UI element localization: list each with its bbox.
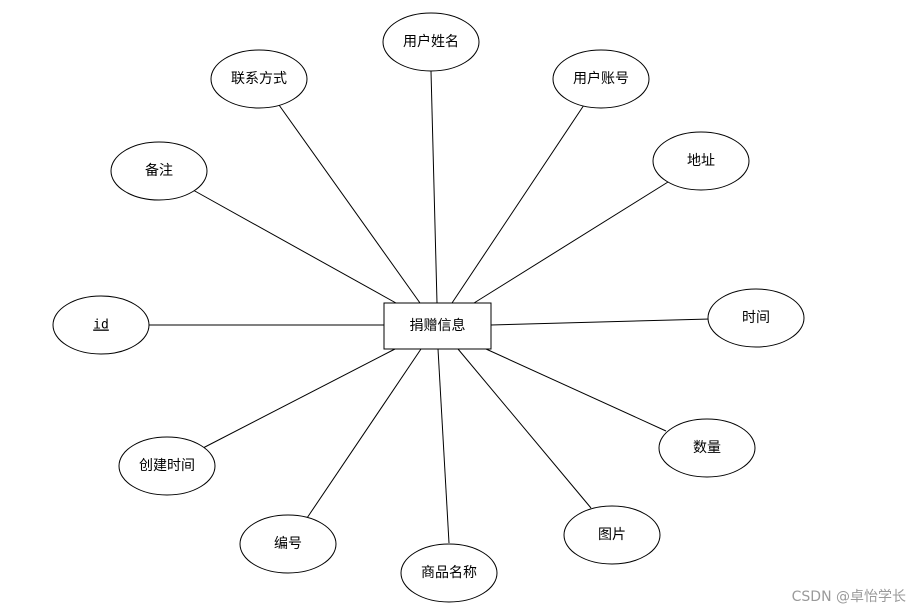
attribute-label-primary-key: id [93,318,109,333]
connector-contact [278,104,421,304]
attribute-label: 编号 [274,536,302,552]
connector-create-time [202,348,396,449]
attribute-time: 时间 [707,288,805,348]
attribute-label: 数量 [693,440,721,456]
attribute-remark: 备注 [110,141,208,201]
connector-quantity [485,348,667,432]
attribute-label: 地址 [687,153,715,169]
connector-time [490,318,711,326]
connector-product-name [437,348,450,544]
connector-picture [457,348,592,509]
attribute-contact: 联系方式 [210,49,308,109]
attribute-picture: 图片 [563,505,661,565]
attribute-label: 商品名称 [421,565,477,581]
attribute-label: 用户姓名 [403,33,459,50]
attribute-create-time: 创建时间 [118,436,216,496]
attribute-user-account: 用户账号 [552,49,650,109]
attribute-quantity: 数量 [658,418,756,478]
attribute-label: 备注 [145,162,173,179]
attribute-number: 编号 [239,514,337,574]
entity-donation-info: 捐赠信息 [383,302,492,350]
attribute-user-name: 用户姓名 [382,12,480,72]
connector-number [306,348,422,519]
attribute-label: 联系方式 [231,71,287,87]
entity-label: 捐赠信息 [410,317,466,334]
connector-user-name [430,70,438,304]
connector-remark [192,189,397,304]
connector-user-account [451,104,585,304]
attribute-label: 图片 [598,527,626,543]
watermark: CSDN @卓怡学长 [791,589,906,605]
connectors [149,70,711,544]
connector-address [473,181,669,304]
attribute-address: 地址 [652,131,750,191]
attribute-product-name: 商品名称 [400,543,498,603]
attribute-id: id [52,295,150,355]
attribute-label: 用户账号 [573,70,629,87]
attribute-label: 时间 [742,310,770,326]
attribute-label: 创建时间 [139,458,195,474]
